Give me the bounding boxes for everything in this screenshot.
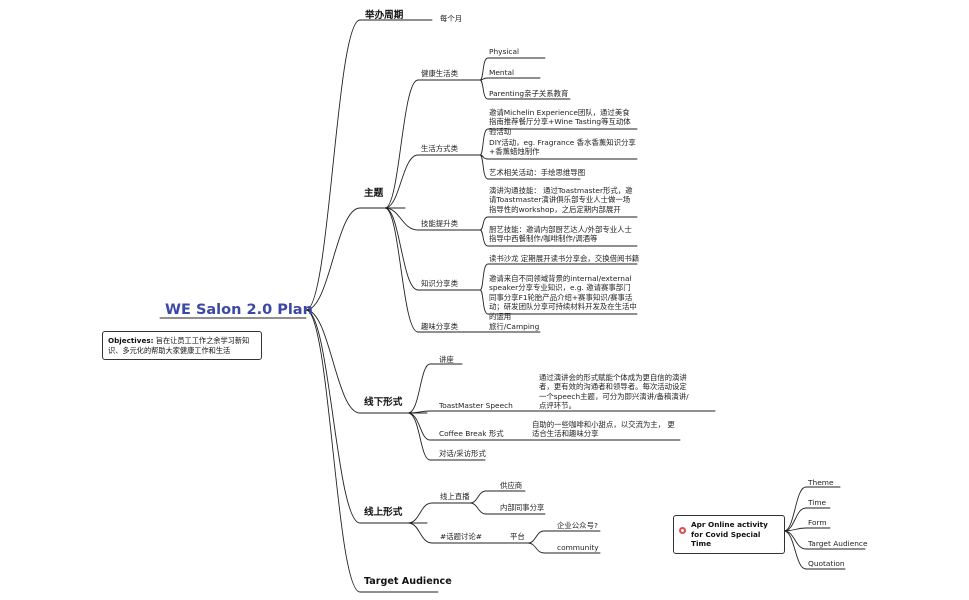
live-item: 内部同事分享 (500, 503, 545, 512)
objectives-box: Objectives: 旨在让员工工作之余学习新知识、多元化的帮助大家健康工作和… (102, 331, 262, 361)
objectives-label: Objectives: (108, 336, 154, 345)
root-title: WE Salon 2.0 Plan (165, 302, 313, 318)
lifestyle-item: 艺术相关活动：手绘思维导图 (489, 168, 586, 177)
theme-fun: 趣味分享类 (421, 322, 458, 331)
theme-knowledge: 知识分享类 (421, 279, 458, 288)
apr-topic-title: Apr Online activity for Covid Special Ti… (691, 520, 768, 549)
apr-topic-box: Apr Online activity for Covid Special Ti… (673, 515, 785, 554)
apr-item: Time (808, 498, 827, 507)
platform-item: 企业公众号? (557, 521, 598, 530)
lifestyle-item: DIY活动，eg. Fragrance 香水香薰知识分享+香薰蜡烛制作 (489, 138, 636, 157)
fun-item: 旅行/Camping (489, 322, 540, 331)
branch-theme: 主题 (364, 188, 384, 199)
offline-coffee: Coffee Break 形式 (439, 429, 504, 438)
knowledge-item: 读书沙龙 定期展开读书分享会，交换借阅书籍 (489, 254, 640, 263)
online-topic: #话题讨论# (440, 532, 482, 541)
offline-dialogue: 对话/采访形式 (439, 449, 486, 458)
apr-item: Target Audience (808, 539, 868, 548)
skill-item: 演讲沟通技能： 通过Toastmaster形式，邀请Toastmaster演讲俱… (489, 186, 633, 214)
topic-platform: 平台 (510, 532, 525, 541)
knowledge-item: 邀请来自不同领域背景的internal/external speaker分享专业… (489, 274, 637, 321)
offline-lecture: 讲座 (439, 355, 454, 364)
health-item: Parenting亲子关系教育 (489, 89, 569, 98)
toastmaster-desc: 通过演讲会的形式赋能个体成为更自信的演讲者，更有效的沟通者和领导者。每次活动设定… (539, 373, 689, 411)
theme-health: 健康生活类 (421, 69, 458, 78)
branch-cycle: 举办周期 (365, 10, 404, 21)
apr-item: Theme (808, 478, 834, 487)
offline-toastmaster: ToastMaster Speech (439, 401, 513, 410)
topic-marker-icon (679, 527, 686, 534)
cycle-value: 每个月 (440, 14, 463, 23)
skill-item: 厨艺技能：邀请内部厨艺达人/外部专业人士 指导中西餐制作/咖啡制作/调酒等 (489, 225, 632, 244)
live-item: 供应商 (500, 481, 523, 490)
branch-audience: Target Audience (364, 576, 452, 587)
objectives-text: 旨在让员工工作之余学习新知识、多元化的帮助大家健康工作和生活 (108, 336, 250, 355)
health-item: Mental (489, 68, 515, 77)
theme-lifestyle: 生活方式类 (421, 144, 458, 153)
health-item: Physical (489, 47, 520, 56)
branch-online: 线上形式 (364, 507, 403, 518)
theme-skill: 技能提升类 (421, 219, 458, 228)
coffee-desc: 自助的一些咖啡和小甜点，以交流为主， 更适合生活和趣味分享 (532, 420, 675, 439)
lifestyle-item: 邀请Michelin Experience团队，通过美食指南推荐餐厅分享+Win… (489, 108, 631, 136)
apr-item: Quotation (808, 559, 845, 568)
platform-item: community (557, 543, 599, 552)
apr-item: Form (808, 518, 827, 527)
branch-offline: 线下形式 (364, 397, 403, 408)
online-live: 线上直播 (440, 492, 470, 501)
